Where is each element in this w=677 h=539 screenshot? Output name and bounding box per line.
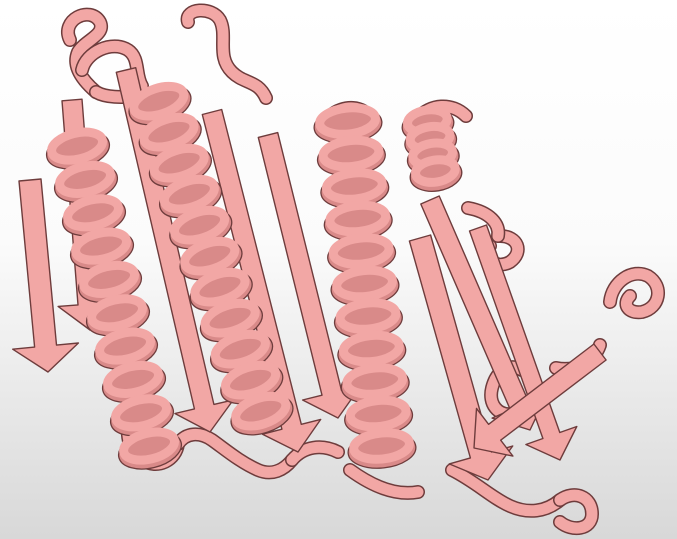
viewer-canvas: [0, 0, 677, 539]
protein-structure-render: [0, 0, 677, 539]
